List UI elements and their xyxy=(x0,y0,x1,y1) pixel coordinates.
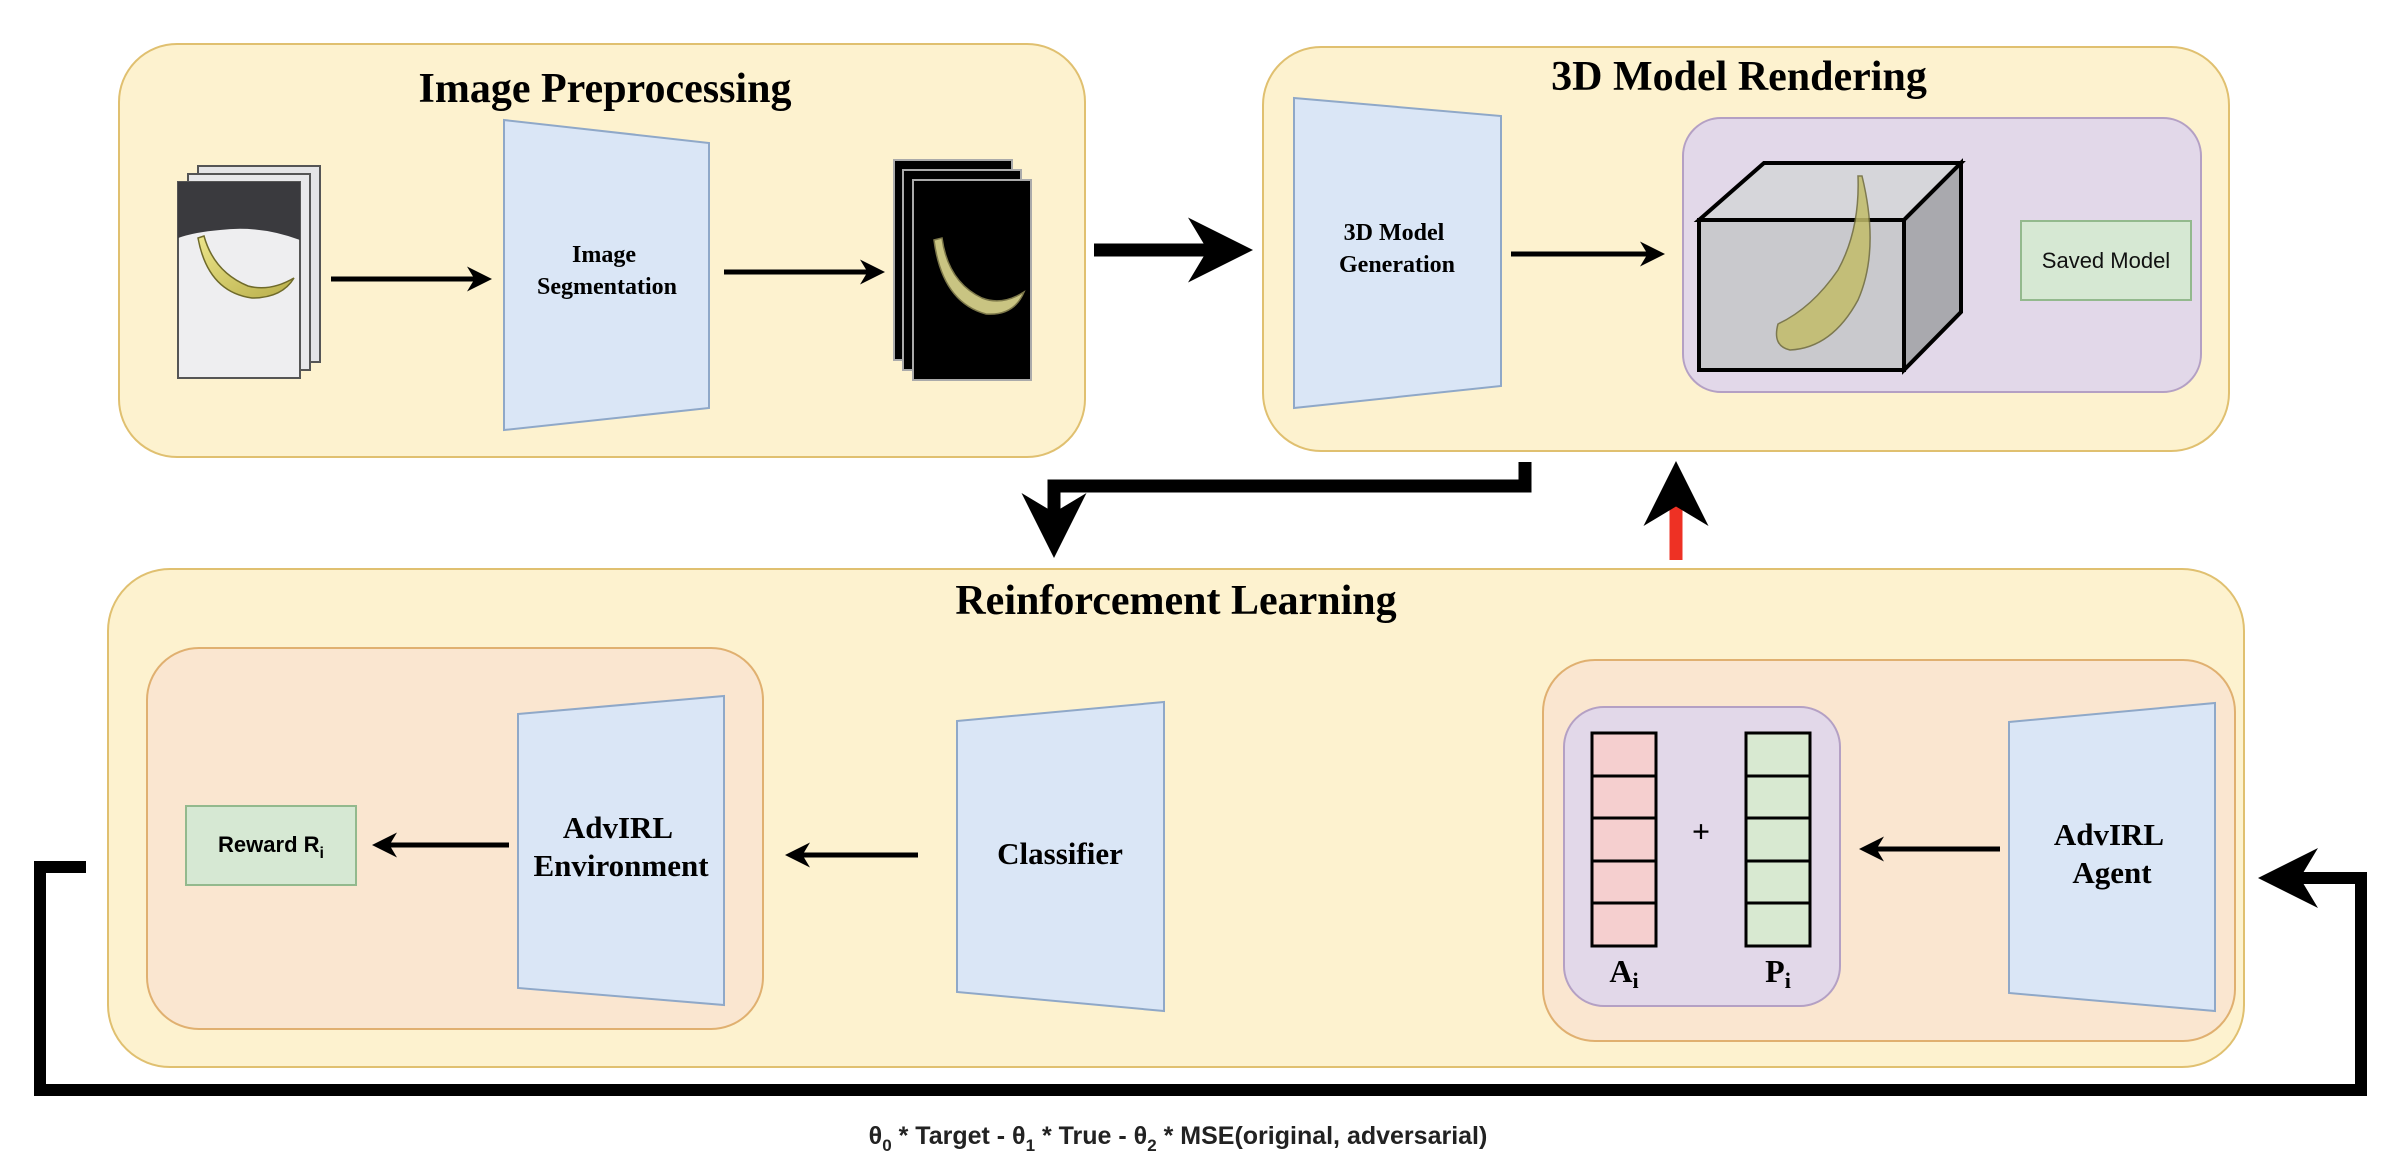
classifier-label: Classifier xyxy=(997,836,1123,871)
vector-p-label: Pi xyxy=(1765,953,1791,993)
image-segmentation-label: Image Segmentation xyxy=(537,242,677,300)
reward-feedback-loop xyxy=(34,848,2367,1096)
3d-banana-icon xyxy=(1775,175,1871,351)
vector-a xyxy=(1590,731,1658,948)
saved-model-box xyxy=(2020,220,2192,301)
vector-plus-sign: + xyxy=(1692,813,1710,849)
segmented-banana-icon xyxy=(933,237,1026,315)
arrow-rendering-to-rl xyxy=(1021,462,1532,558)
3d-model-generation-block xyxy=(1293,96,1502,410)
vector-a-label: Ai xyxy=(1609,953,1638,993)
input-image-stack xyxy=(177,165,321,379)
advirl-agent-block xyxy=(2008,701,2216,1013)
image-segmentation-block xyxy=(503,118,710,432)
section-title-rl: Reinforcement Learning xyxy=(955,578,1396,624)
section-title-rendering: 3D Model Rendering xyxy=(1551,54,1927,100)
advirl-environment-label: AdvIRL Environment xyxy=(533,810,709,883)
advirl-agent-label: AdvIRL Agent xyxy=(2054,817,2170,890)
3d-model-generation-label: 3D Model Generation xyxy=(1339,220,1455,278)
reward-formula: θ0 * Target - θ1 * True - θ2 * MSE(origi… xyxy=(869,1122,1488,1155)
reward-box xyxy=(185,805,357,886)
reward-label: Reward Ri xyxy=(218,832,324,862)
section-title-preprocessing: Image Preprocessing xyxy=(419,66,792,112)
segmented-mask-stack xyxy=(893,159,1032,381)
3d-cube-icon xyxy=(1693,158,1966,375)
classifier-block xyxy=(956,700,1165,1013)
advirl-environment-block xyxy=(517,694,725,1007)
vector-p xyxy=(1744,731,1812,948)
saved-model-label: Saved Model xyxy=(2042,248,2170,273)
banana-photo-icon xyxy=(197,235,295,299)
